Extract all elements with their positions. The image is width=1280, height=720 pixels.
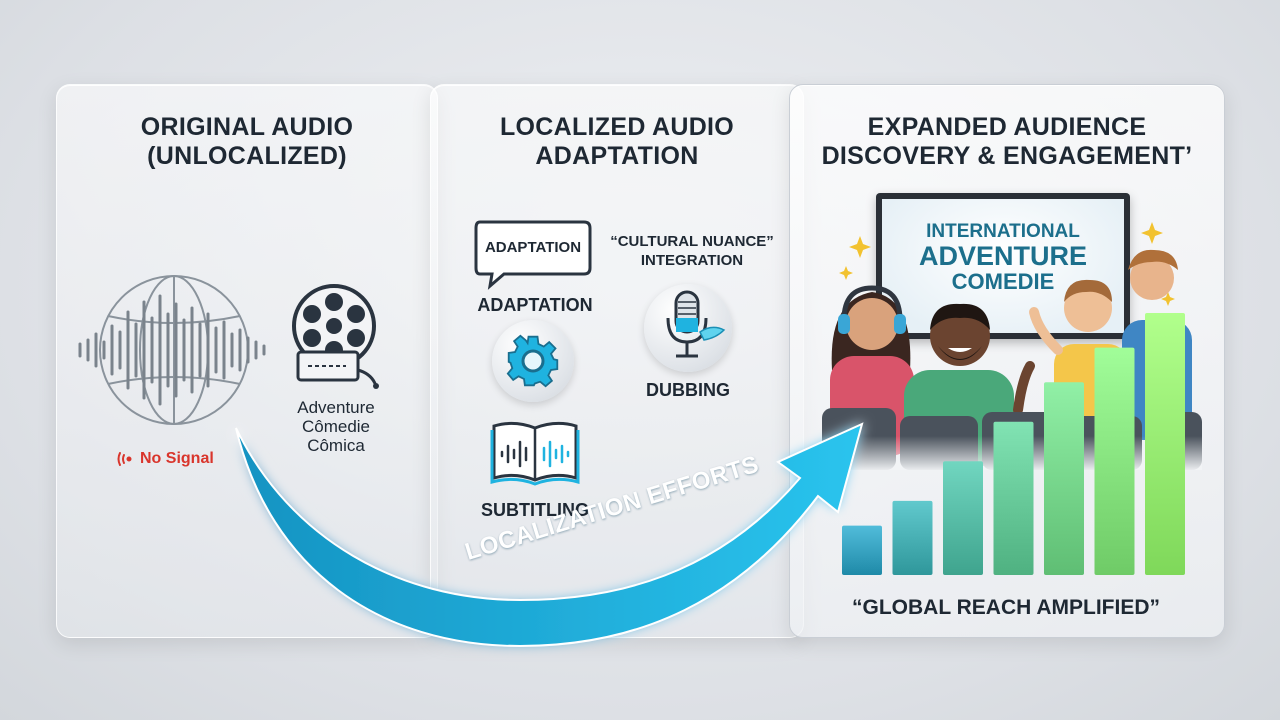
cultural-nuance-line2: INTEGRATION — [640, 252, 744, 269]
subtitling-label: SUBTITLING — [481, 500, 589, 520]
panel3-title: EXPANDED AUDIENCE DISCOVERY & ENGAGEMENT… — [790, 113, 1224, 171]
bar — [943, 461, 983, 575]
person-headphones — [830, 285, 914, 456]
cultural-nuance-label: “CULTURAL NUANCE” INTEGRATION — [592, 232, 792, 270]
bar — [1094, 347, 1135, 575]
screen-line1: INTERNATIONAL — [926, 221, 1080, 242]
bar — [1145, 313, 1185, 575]
panel3-title-line1: EXPANDED AUDIENCE — [867, 113, 1147, 141]
film-title: Adventure Cômedie Cômica — [276, 398, 396, 455]
globe-waveform-icon — [78, 275, 266, 425]
panel1-title-line1: ORIGINAL AUDIO — [140, 113, 354, 141]
adaptation-label: ADAPTATION — [477, 295, 593, 315]
panel2-title-line1: LOCALIZED AUDIO — [499, 113, 735, 141]
panel3-title-line2: DISCOVERY & ENGAGEMENT’ — [821, 142, 1193, 170]
panel2-title: LOCALIZED AUDIO ADAPTATION — [431, 113, 803, 171]
film-title-line2: Cômedie — [301, 417, 371, 436]
cultural-nuance-line1: “CULTURAL NUANCE” — [610, 233, 774, 250]
bar — [993, 421, 1034, 575]
no-signal-icon — [117, 452, 132, 466]
bar — [1044, 382, 1084, 575]
film-reel-icon — [292, 284, 379, 389]
gear-icon — [506, 334, 559, 388]
panel1-title: ORIGINAL AUDIO (UNLOCALIZED) — [57, 113, 437, 171]
microphone-icon — [666, 290, 726, 358]
screen-line3: COMEDIE — [951, 269, 1055, 294]
speech-bubble-icon — [474, 220, 592, 290]
book-waveform-icon — [490, 421, 580, 486]
sparkle-icons — [839, 222, 1175, 306]
bar — [842, 525, 882, 575]
screen-line2: ADVENTURE — [918, 241, 1087, 271]
speech-bubble-text: ADAPTATION — [484, 239, 582, 256]
panel2-title-line2: ADAPTATION — [535, 142, 699, 170]
panel1-title-line2: (UNLOCALIZED) — [147, 142, 347, 170]
dubbing-label: DUBBING — [646, 380, 730, 400]
growth-bar-chart — [842, 313, 1185, 575]
film-title-line3: Cômica — [307, 436, 365, 455]
bar — [892, 500, 933, 575]
film-title-line1: Adventure — [297, 398, 375, 417]
no-signal-label: No Signal — [140, 450, 214, 467]
global-reach-tagline: “GLOBAL REACH AMPLIFIED” — [852, 596, 1160, 619]
